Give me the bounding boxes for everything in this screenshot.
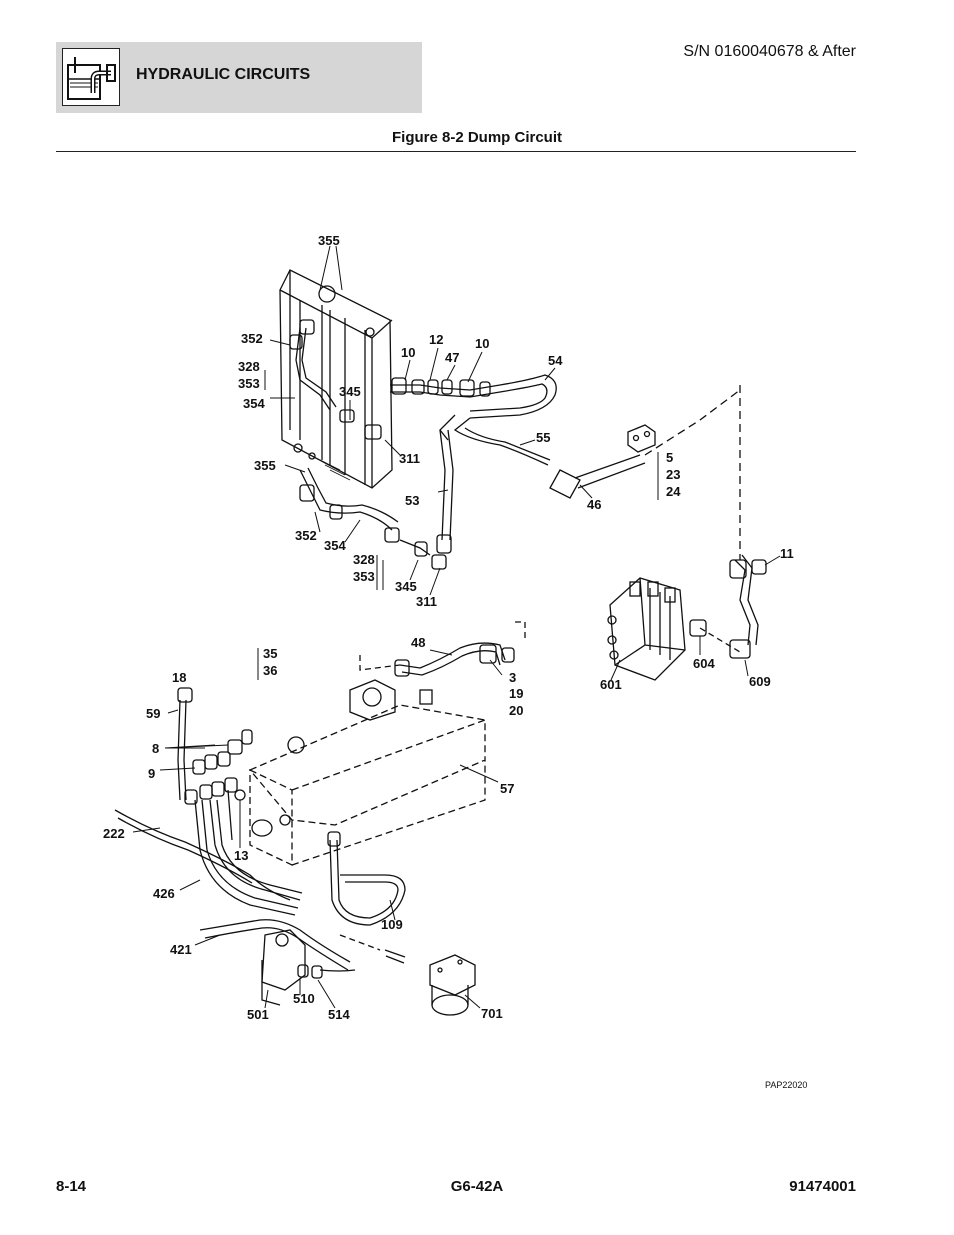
hose-48 <box>359 621 526 677</box>
callout-109: 109 <box>381 917 403 932</box>
callout-10-b: 10 <box>475 336 489 351</box>
valve-fittings <box>689 554 767 659</box>
callout-20: 20 <box>509 703 523 718</box>
callout-23: 23 <box>666 467 680 482</box>
figure-title: Figure 8-2 Dump Circuit <box>391 129 563 146</box>
section-title: HYDRAULIC CIRCUITS <box>136 66 311 83</box>
callout-19: 19 <box>509 686 523 701</box>
callout-57: 57 <box>500 781 514 796</box>
callout-421: 421 <box>170 942 192 957</box>
diagram-artwork <box>114 269 767 1016</box>
leader-lines <box>132 245 781 1009</box>
callout-54: 54 <box>548 353 563 368</box>
callout-510: 510 <box>293 991 315 1006</box>
callout-47: 47 <box>445 350 459 365</box>
callout-354-bottom: 354 <box>324 538 346 553</box>
callout-701: 701 <box>481 1006 503 1021</box>
callout-426: 426 <box>153 886 175 901</box>
callout-59: 59 <box>146 706 160 721</box>
hydraulic-tank-drawing <box>234 679 486 867</box>
callout-345-bottom: 345 <box>395 579 417 594</box>
callout-46: 46 <box>587 497 601 512</box>
callout-36: 36 <box>263 663 277 678</box>
callout-328-bottom: 328 <box>353 552 375 567</box>
callout-328-top: 328 <box>238 359 260 374</box>
serial-number-range: S/N 0160040678 & After <box>683 43 856 60</box>
tank-hoses-left <box>114 687 351 971</box>
oil-cooler-drawing <box>279 269 393 489</box>
callout-35: 35 <box>263 646 277 661</box>
hose-109 <box>327 831 406 964</box>
callout-13: 13 <box>234 848 248 863</box>
callout-609: 609 <box>749 674 771 689</box>
callout-601: 601 <box>600 677 622 692</box>
callout-354-top: 354 <box>243 396 265 411</box>
callout-501: 501 <box>247 1007 269 1022</box>
callout-48: 48 <box>411 635 425 650</box>
callout-352-bottom: 352 <box>295 528 317 543</box>
footer-page-number: 8-14 <box>56 1178 87 1195</box>
callout-345-top: 345 <box>339 384 361 399</box>
callout-353-top: 353 <box>238 376 260 391</box>
callout-5: 5 <box>666 450 673 465</box>
callout-10-a: 10 <box>401 345 415 360</box>
header-rule <box>56 151 856 152</box>
callout-311-top: 311 <box>399 451 420 466</box>
callout-labels: 355 352 328 353 354 345 10 12 47 10 54 5… <box>103 233 807 1090</box>
suction-strainer-drawing <box>429 954 476 1016</box>
footer-model: G6-42A <box>450 1178 504 1195</box>
callout-311-bottom: 311 <box>416 594 437 609</box>
control-valve-drawing <box>607 577 686 681</box>
callout-604: 604 <box>693 656 715 671</box>
callout-9: 9 <box>148 766 155 781</box>
callout-355-top: 355 <box>318 233 340 248</box>
callout-11: 11 <box>780 546 794 561</box>
callout-18: 18 <box>172 670 186 685</box>
callout-8: 8 <box>152 741 159 756</box>
callout-514: 514 <box>328 1007 350 1022</box>
return-filter-drawing <box>261 929 356 1006</box>
callout-353-bottom: 353 <box>353 569 375 584</box>
callout-55: 55 <box>536 430 550 445</box>
hydraulic-reservoir-icon <box>62 48 120 106</box>
callout-222: 222 <box>103 826 125 841</box>
callout-24: 24 <box>666 484 681 499</box>
callout-352-top: 352 <box>241 331 263 346</box>
footer-document-number: 91474001 <box>789 1178 856 1195</box>
figure-reference-code: PAP22020 <box>765 1080 807 1090</box>
clamp-assembly <box>627 385 741 560</box>
cooler-lower-hoses <box>289 319 447 570</box>
callout-12: 12 <box>429 332 443 347</box>
cooler-hoses <box>390 374 646 554</box>
callout-3: 3 <box>509 670 516 685</box>
callout-53: 53 <box>405 493 419 508</box>
callout-355-mid: 355 <box>254 458 276 473</box>
